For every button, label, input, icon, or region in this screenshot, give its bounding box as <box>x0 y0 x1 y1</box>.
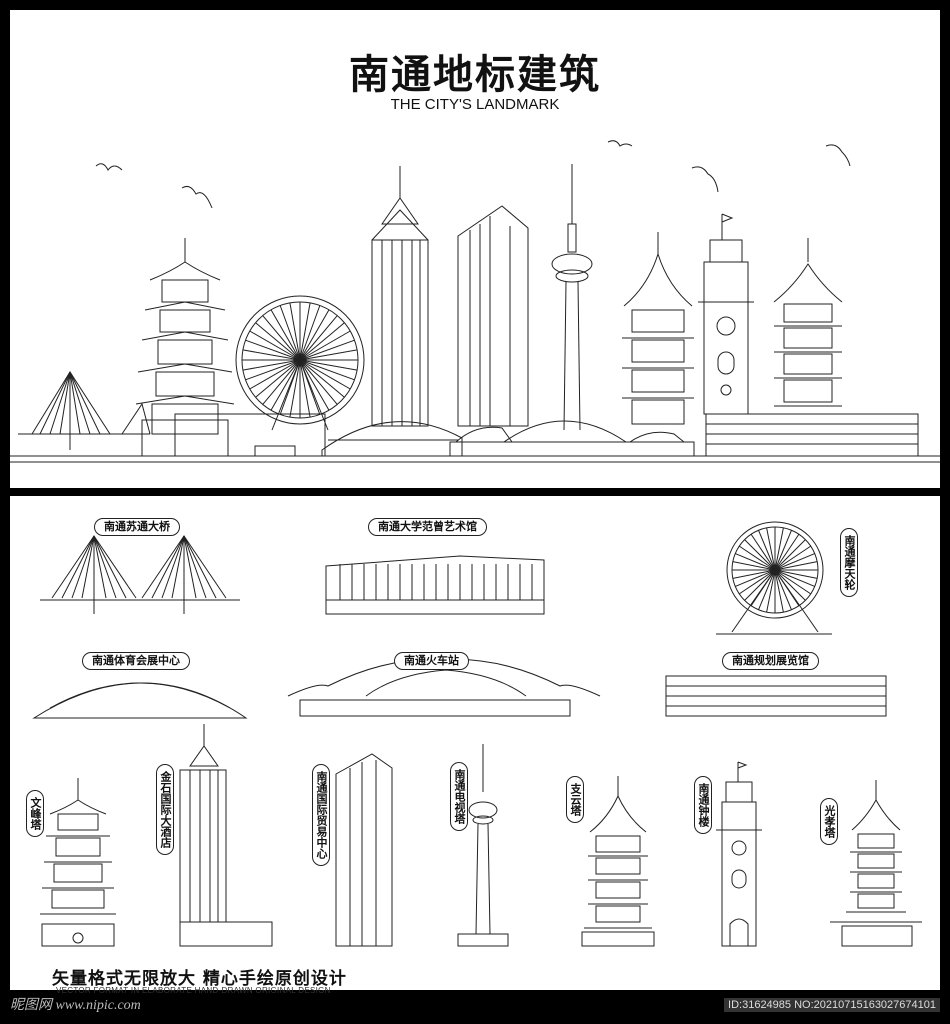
bird-icon <box>95 140 851 209</box>
slogan: 矢量格式无限放大 精心手绘原创设计 <box>52 969 347 989</box>
label-sports-center: 南通体育会展中心 <box>82 652 190 670</box>
page-subtitle: THE CITY'S LANDMARK <box>390 96 560 113</box>
label-wenfeng-pagoda: 文峰塔 <box>26 790 44 837</box>
pagoda-icon <box>622 232 694 425</box>
clock-tower-icon <box>698 213 754 415</box>
clock-tower-icon <box>716 761 762 947</box>
pagoda-icon <box>135 238 235 457</box>
page-title: 南通地标建筑 <box>349 52 601 98</box>
watermark: 昵图网 www.nipic.com <box>10 998 141 1013</box>
pagoda-icon <box>581 776 655 947</box>
slogan-english: VECTOR FORMAT IN ELABORATE HAND-DRAWN OR… <box>56 986 331 995</box>
label-railway-station: 南通火车站 <box>394 652 469 670</box>
bridge-icon <box>40 535 240 614</box>
ferris-wheel-icon <box>235 295 365 431</box>
label-ferris-wheel: 南通摩天轮 <box>840 528 858 597</box>
ferris-wheel-icon <box>716 521 832 635</box>
label-trade-center: 南通国际贸易中心 <box>312 764 330 866</box>
label-art-museum: 南通大学范曾艺术馆 <box>368 518 487 536</box>
pagoda-icon <box>830 780 922 947</box>
tower-icon <box>371 166 429 427</box>
pagoda-icon <box>40 778 116 947</box>
image-id: ID:31624985 NO:20210715163027674101 <box>724 998 940 1012</box>
landmarks-panel: 南通苏通大桥 南通大学范曾艺术馆 南通摩天轮 南通体育会展中心 南通火车站 南通… <box>10 496 940 990</box>
label-planning-hall: 南通规划展览馆 <box>722 652 819 670</box>
label-zhiyun-pagoda: 支云塔 <box>566 776 584 823</box>
skyline-illustration <box>10 140 940 463</box>
label-jinshi-hotel: 金石国际大酒店 <box>156 764 174 855</box>
skyline-panel: 南通地标建筑 THE CITY'S LANDMARK <box>10 10 940 488</box>
bridge-icon <box>31 371 151 450</box>
label-bell-tower: 南通钟楼 <box>694 776 712 834</box>
tower-icon <box>551 164 593 431</box>
tower-icon <box>179 724 273 947</box>
label-guangxiao-pagoda: 光孝塔 <box>820 798 838 845</box>
pagoda-icon <box>773 238 843 407</box>
label-sutong-bridge: 南通苏通大桥 <box>94 518 180 536</box>
landmark-illustrations <box>32 521 922 947</box>
label-tv-tower: 南通电视塔 <box>450 762 468 831</box>
tower-icon <box>457 744 509 947</box>
